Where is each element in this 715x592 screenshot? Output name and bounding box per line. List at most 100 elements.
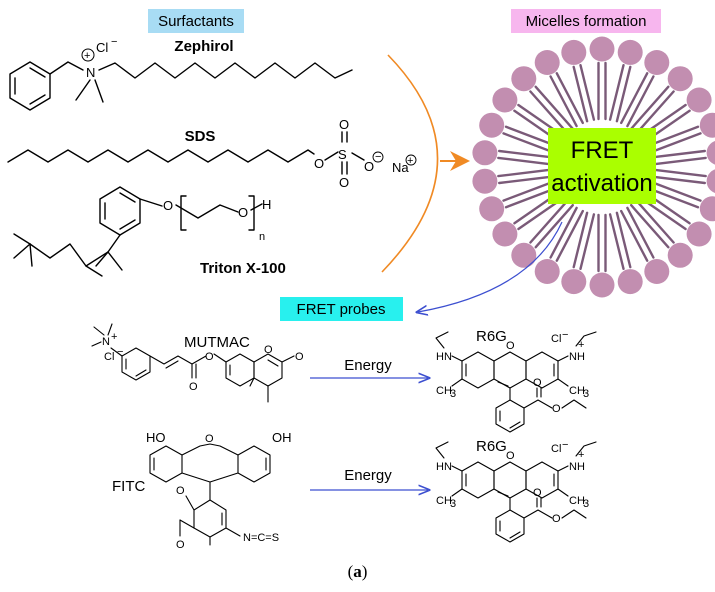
r6g-o-bridge: O — [506, 340, 515, 352]
mutmac-o-ring: O — [264, 344, 273, 356]
micelle-tail — [648, 149, 706, 159]
mutmac-energy: Energy — [310, 357, 428, 378]
micelle-tail — [534, 203, 574, 249]
r6g-minus: − — [562, 329, 568, 341]
micelle-tail — [498, 149, 556, 159]
micelle-tail — [497, 168, 556, 178]
fitc-energy: Energy — [310, 467, 428, 490]
svg-text:−: − — [117, 346, 123, 358]
micelle-head — [686, 87, 712, 113]
r6g-ch3-left-sub: 3 — [450, 388, 456, 400]
micelle-surfactant — [630, 199, 693, 268]
micelle-surfactant — [608, 211, 643, 295]
micelle-head — [686, 221, 712, 247]
micelle-head — [699, 112, 715, 138]
micelle-surfactant — [472, 140, 556, 166]
micelle-surfactant — [561, 211, 596, 295]
mutmac-structure: N + Cl − O O O O MUTMAC — [91, 323, 304, 403]
micelle-head — [667, 242, 693, 268]
micelle-tail — [529, 90, 569, 135]
micelle-head — [534, 259, 560, 284]
probes-header-bg — [280, 297, 403, 321]
r6g-o-bridge: O — [506, 450, 515, 462]
probes-header-text: FRET probes — [297, 301, 386, 318]
r6g-hn: HN — [436, 351, 452, 363]
micelle-tail — [555, 72, 584, 125]
micelle-tail — [648, 156, 707, 166]
r6g-ch3-left-sub: 3 — [450, 498, 456, 510]
micelle-surfactant — [561, 39, 596, 123]
fitc-oh: OH — [272, 430, 292, 445]
micelle-head — [492, 221, 518, 247]
sds-o-anion: O — [364, 159, 374, 174]
micelle-tail — [648, 175, 706, 185]
micelle-head — [472, 168, 498, 194]
micelle-tail — [498, 175, 556, 185]
zephirol-plus-charge — [81, 48, 95, 62]
micelle-tail — [608, 63, 625, 121]
r6g-cl: Cl — [551, 333, 561, 345]
micelle-head — [644, 50, 670, 75]
micelle-head — [534, 50, 560, 75]
micelle-head — [472, 140, 498, 166]
figure-caption-label: a — [353, 562, 362, 581]
fitc-ncs: N=C=S — [243, 532, 279, 544]
micelle-surfactant — [630, 66, 693, 135]
surfactants-header-bg — [148, 9, 244, 33]
fitc-energy-label: Energy — [344, 467, 392, 484]
triton-o-ether: O — [163, 198, 173, 213]
fret-activation-bg — [548, 128, 656, 204]
micelle-surfactant — [648, 168, 715, 194]
micelle-tail — [646, 179, 702, 202]
mutmac-n-atom: N — [102, 336, 110, 348]
micelles-header-text: Micelles formation — [526, 13, 647, 30]
r6g-ch3-left: CH — [436, 385, 452, 397]
r6g-hn: HN — [436, 461, 452, 473]
micelle-tail — [555, 209, 584, 262]
micelle-head — [561, 39, 587, 65]
micelle-head — [511, 66, 537, 92]
mutmac-energy-label: Energy — [344, 357, 392, 374]
micelle-tail — [572, 65, 589, 123]
micelle — [472, 36, 715, 298]
micelle-head — [479, 112, 505, 138]
micelle-tail — [579, 63, 596, 121]
mutmac-o-lactone: O — [295, 351, 304, 363]
micelle-surfactant — [511, 66, 574, 135]
micelle-surfactant — [648, 140, 715, 166]
r6g-ch3-left: CH — [436, 495, 452, 507]
zephirol-counter-ion: Cl — [96, 40, 108, 55]
fitc-label: FITC — [112, 478, 145, 495]
mutmac-o-ester: O — [205, 351, 214, 363]
r6g-ch3-right: CH — [569, 385, 585, 397]
surfactants-header: Surfactants — [148, 9, 244, 33]
sds-structure: SDS O S O O O − Na + — [7, 117, 417, 190]
micelle-tail — [630, 203, 670, 249]
micelle-tail — [572, 211, 589, 269]
micelle-tail — [626, 75, 655, 128]
triton-structure: O O H n Triton X-100 — [13, 186, 286, 277]
micelles-header: Micelles formation — [511, 9, 661, 33]
r6g-minus: − — [562, 439, 568, 451]
r6g-plus: + — [578, 339, 584, 351]
micelle-tail — [626, 206, 655, 259]
zephirol-benzene-ring — [9, 61, 51, 111]
micelle-surfactant — [534, 206, 584, 284]
micelle-head — [617, 39, 643, 65]
micelle-tail — [529, 199, 569, 244]
micelle-tail — [630, 85, 670, 131]
micelle-tail — [615, 65, 632, 123]
mutmac-o-carbonyl: O — [189, 381, 198, 393]
fret-activation-line1: FRET — [571, 137, 634, 164]
zephirol-label: Zephirol — [174, 38, 233, 55]
r6g-o-ester: O — [552, 513, 561, 525]
svg-text:+: + — [111, 331, 117, 343]
micelle-tail — [549, 75, 578, 128]
r6g-o-ester: O — [552, 403, 561, 415]
r6g-ch3-right-sub: 3 — [583, 388, 589, 400]
micelle-tail — [615, 211, 632, 269]
triton-h-atom: H — [262, 197, 271, 212]
